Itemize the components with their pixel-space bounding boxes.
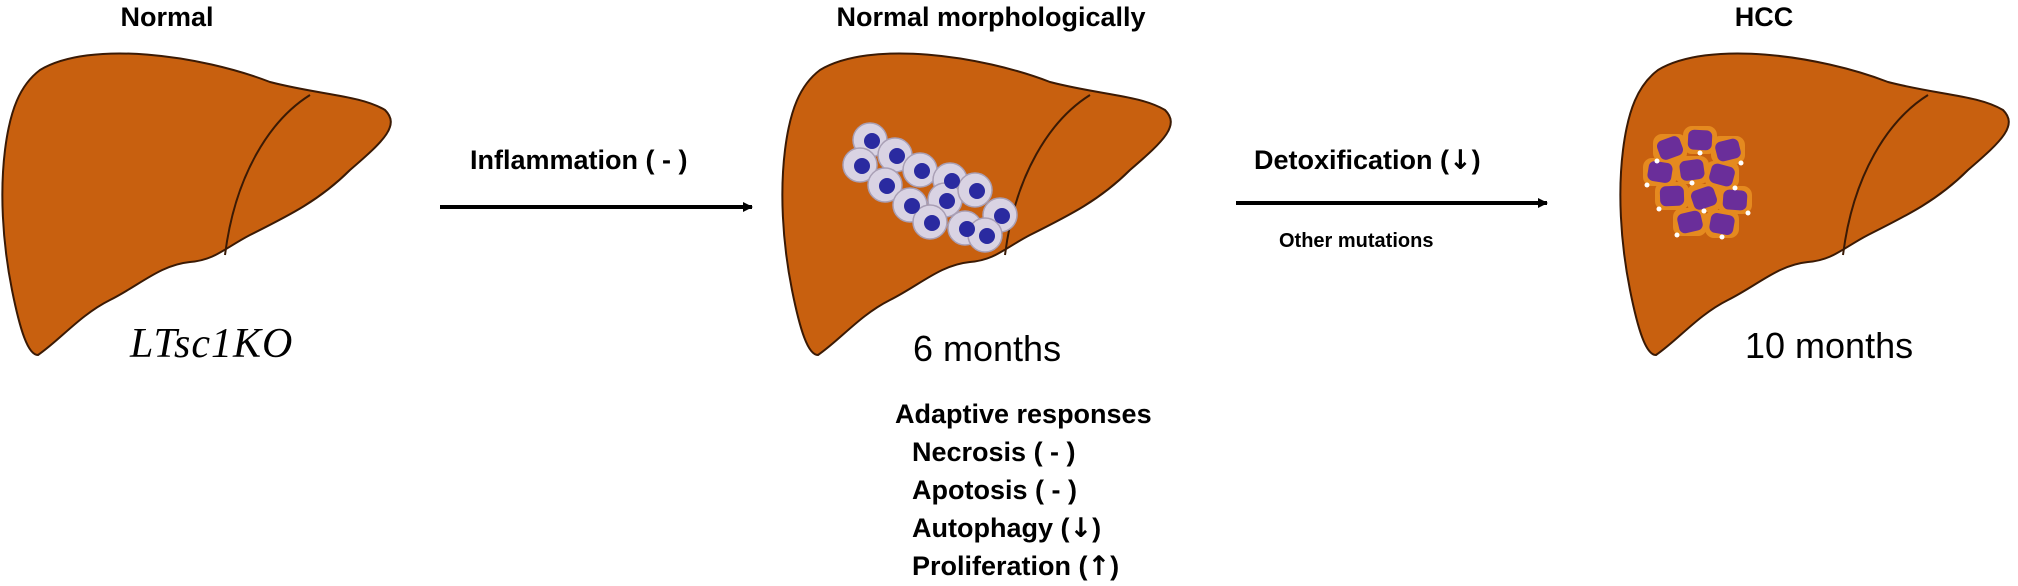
tumor-dot [1697,150,1703,156]
inflammatory-cell-nucleus [879,178,895,194]
tumor-cell [1709,213,1735,235]
inflammatory-cell-nucleus [994,208,1010,224]
inflammatory-cell-nucleus [959,221,975,237]
time-label-10-months: 10 months [1745,325,1914,366]
tumor-cell [1679,159,1705,181]
time-label-6-months: 6 months [913,328,1062,369]
response-item: Autophagy (↓) [912,513,1102,544]
down-arrow-icon: ↓ [1069,513,1093,544]
tumor-cell [1647,161,1673,183]
response-item: Apotosis ( - ) [912,475,1077,505]
tumor-cell [1709,163,1735,187]
detoxification-label: Detoxification (↓) [1254,145,1481,176]
inflammatory-cell-nucleus [914,163,930,179]
response-item: Necrosis ( - ) [912,437,1076,467]
stage-title-normal: Normal [120,2,214,32]
tumor-dot [1738,160,1744,166]
other-mutations-label: Other mutations [1279,230,1434,252]
genotype-label: LTsc1KO [130,321,294,367]
tumor-cell [1687,129,1713,151]
tumor-dot [1732,185,1738,191]
response-item: Proliferation (↑) [912,551,1120,582]
inflammatory-cell-nucleus [944,173,960,189]
tumor-dot [1719,234,1725,240]
inflammatory-cell-nucleus [979,228,995,244]
inflammation-label: Inflammation ( - ) [470,145,688,175]
tumor-dot [1745,210,1751,216]
tumor-cell [1691,186,1717,210]
down-arrow-icon: ↓ [1449,145,1472,176]
tumor-dot [1654,158,1660,164]
inflammatory-cell-nucleus [854,158,870,174]
tumor-cell [1656,136,1684,160]
tumor-cell [1722,189,1748,211]
adaptive-responses-heading: Adaptive responses [895,399,1152,429]
stage-title-normal-morphologically: Normal morphologically [836,2,1146,32]
inflammatory-cell-nucleus [924,215,940,231]
tumor-dot [1701,208,1707,214]
stage-title-hcc: HCC [1734,2,1794,32]
inflammatory-cell-nucleus [889,148,905,164]
tumor-dot [1689,180,1695,186]
inflammatory-cell-nucleus [864,133,880,149]
liver-normal [1,52,392,356]
up-arrow-icon: ↑ [1087,551,1111,582]
liver-hcc [1619,52,2010,356]
tumor-dot [1656,206,1662,212]
inflammatory-cell-cluster [842,122,1018,253]
tumor-cell [1659,185,1685,207]
inflammatory-cell-nucleus [969,183,985,199]
tumor-cell [1677,210,1703,234]
tumor-nodules [1643,126,1752,240]
tumor-dot [1674,232,1680,238]
inflammatory-cell-nucleus [904,198,920,214]
tumor-dot [1644,182,1650,188]
inflammatory-cell-nucleus [939,193,955,209]
tumor-cell [1715,138,1741,162]
